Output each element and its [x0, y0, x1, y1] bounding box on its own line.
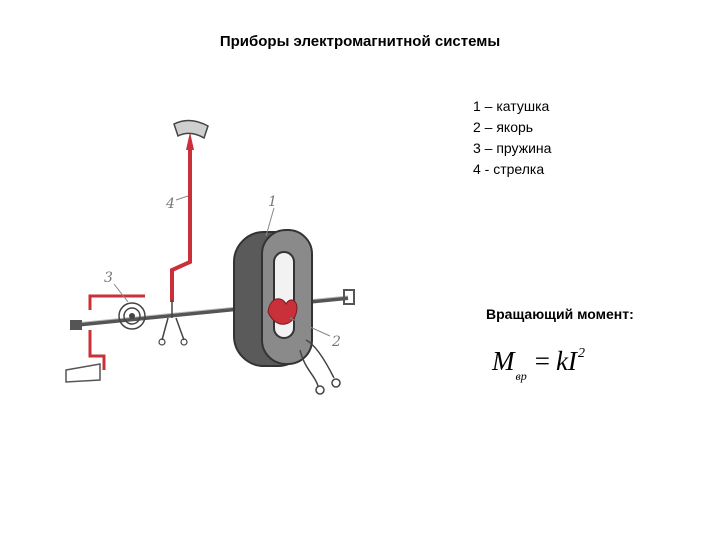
pointer [158, 132, 194, 346]
formula-rhs: kI [555, 346, 577, 376]
armature-leader [289, 317, 331, 337]
coil-terminal-1 [315, 385, 325, 395]
pointer-tip [186, 132, 194, 150]
legend: 1 – катушка 2 – якорь 3 – пружина 4 - ст… [473, 96, 551, 180]
armature [267, 298, 298, 325]
formula-equals: = [534, 346, 550, 376]
legend-item-coil: 1 – катушка [473, 98, 550, 114]
coil-leader [265, 207, 275, 237]
formula-m: M [492, 346, 515, 376]
coil-terminal-2 [331, 378, 341, 388]
coil-lead-2 [305, 339, 335, 379]
legend-item-spring: 3 – пружина [473, 140, 552, 156]
pointer-leader [175, 195, 189, 201]
torque-label: Вращающий момент: [486, 306, 634, 322]
bracket-base [65, 363, 101, 383]
spring [118, 302, 146, 330]
legend-item-pointer: 4 - стрелка [473, 161, 545, 177]
callout-pointer: 4 [165, 196, 175, 212]
pointer-counterweights [161, 300, 185, 341]
coil-lead-1 [299, 349, 319, 387]
formula-subscript: вр [515, 369, 527, 383]
shaft-bearing [70, 320, 82, 330]
spring-leader [113, 283, 129, 303]
shaft-end-bracket [343, 289, 355, 305]
callout-armature: 2 [331, 334, 341, 350]
callout-coil: 1 [268, 194, 277, 210]
torque-formula: Mвр =kI2 [492, 346, 585, 383]
formula-superscript: 2 [577, 346, 585, 361]
page-title: Приборы электромагнитной системы [219, 33, 501, 50]
scale-arc [173, 119, 209, 140]
bracket [65, 294, 145, 383]
legend-item-armature: 2 – якорь [473, 119, 534, 135]
callout-spring: 3 [104, 270, 113, 286]
